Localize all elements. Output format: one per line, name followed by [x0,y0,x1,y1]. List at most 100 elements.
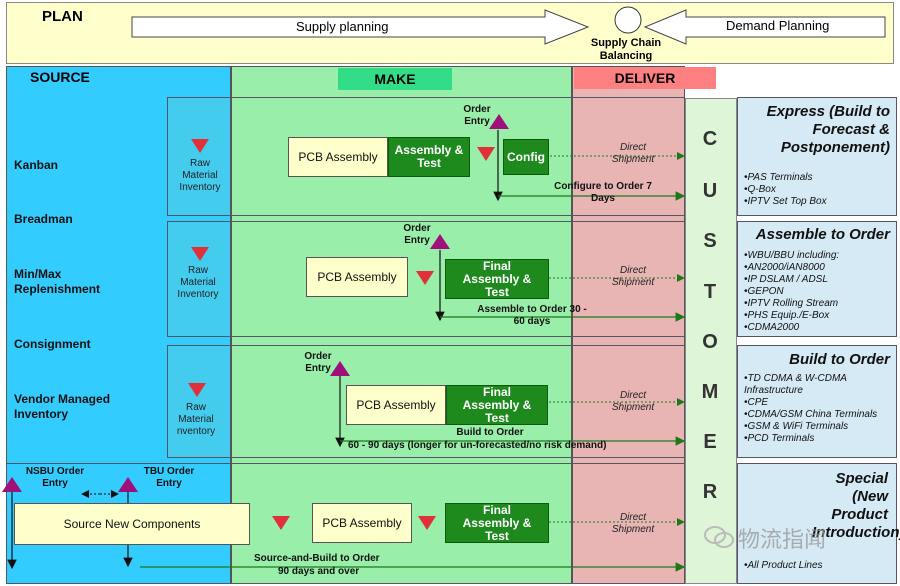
ato-list: •WBU/BBU including: •AN2000/iAN8000 •IP … [744,250,894,334]
ato-item: •PHS Equip./E-Box [744,310,830,321]
express-item: •Q-Box [744,184,776,195]
customer-letter-c: C [702,128,718,150]
ato-item: •GEPON [744,286,784,297]
row-2-direct-shipment: Direct Shipment [611,265,655,288]
make-header-bg [338,68,452,90]
row-1-order-note: Configure to Order 7 Days [554,181,652,204]
bto-panel [737,345,897,458]
row-3-direct-shipment: Direct Shipment [611,390,655,413]
row-4-source-new-components: Source New Components [14,503,250,545]
source-item-vmi: Vendor Managed Inventory [14,392,111,421]
row-4-direct-shipment: Direct Shipment [611,512,655,535]
ato-panel [737,221,897,337]
row-1-buffer-triangle [477,147,495,161]
source-item-breadman: Breadman [14,212,73,226]
bto-item: •GSM & WiFi Terminals [744,421,849,432]
inventory-triangle-2 [191,247,209,261]
customer-letter-m: M [701,381,719,403]
customer-letter-s: S [703,230,717,252]
row-1-direct-shipment: Direct Shipment [611,142,655,165]
supply-planning-label: Supply planning [296,19,389,34]
express-item: •IPTV Set Top Box [744,196,827,207]
deliver-header: DELIVER [614,70,676,86]
inventory-triangle-1 [191,139,209,153]
row-4-pcb-assembly: PCB Assembly [312,503,412,543]
inventory-cell-3 [167,345,231,458]
special-item: •All Product Lines [744,560,823,571]
ato-item: •CDMA2000 [744,322,800,333]
deliver-column [572,66,685,584]
row-4-nsbu-triangle [2,477,22,492]
customer-letter-r: R [702,481,718,503]
ato-item: •IP DSLAM / ADSL [744,274,828,285]
deliver-header-bg [574,67,716,89]
bto-list: •TD CDMA & W-CDMA Infrastructure •CPE •C… [744,373,894,445]
row-2-pcb-assembly: PCB Assembly [306,257,408,297]
express-item: •PAS Terminals [744,172,813,183]
ato-item: •IPTV Rolling Stream [744,298,839,309]
bto-title: Build to Order [789,351,890,368]
inventory-cell-1 [167,97,231,216]
balancing-circle [614,6,642,34]
row-3-order-entry-triangle [330,361,350,376]
ato-title: Assemble to Order [755,226,890,243]
row-4-tbu-triangle [118,477,138,492]
bto-item: •CPE [744,397,769,408]
demand-planning-arrow [643,9,886,45]
plan-arrows [131,6,886,45]
row-2-order-entry-label: Order Entry [403,223,431,246]
bto-item: •CDMA/GSM China Terminals [744,409,878,420]
row-2-order-entry-triangle [430,234,450,249]
plan-title: PLAN [42,8,83,25]
ato-item: •AN2000/iAN8000 [744,262,825,273]
row-2-order-note: Assemble to Order 30 - 60 days [477,304,587,327]
row-3-pcb-assembly: PCB Assembly [346,385,446,425]
row-1-assembly-test: Assembly & Test [388,137,470,177]
watermark-icon [704,524,734,550]
special-title: Special (New Product Introduction) [812,470,900,541]
row-2-buffer-triangle [416,271,434,285]
row-4-triangle-a [272,516,290,530]
express-title: Express (Build to Forecast & Postponemen… [766,103,890,156]
row-1-pcb-assembly: PCB Assembly [288,137,388,177]
demand-planning-label: Demand Planning [726,18,830,33]
inventory-label-2: Raw Material Inventory [177,265,219,300]
supply-planning-arrow [131,9,590,45]
watermark-text: 物流指闻 [738,528,827,553]
row-4-final-assembly: Final Assembly & Test [445,503,549,543]
row-3-order-entry-label: Order Entry [304,351,332,374]
row-3-final-assembly: Final Assembly & Test [446,385,548,425]
row-3-order-note-1: Build to Order [456,427,524,438]
express-list: •PAS Terminals •Q-Box •IPTV Set Top Box [744,172,894,208]
source-item-minmax: Min/Max Replenishment [14,267,101,296]
row-4-triangle-b [418,516,436,530]
express-panel [737,97,897,216]
source-item-kanban: Kanban [14,158,59,172]
balancing-label: Supply Chain Balancing [590,37,662,62]
row-4-tbu-label: TBU Order Entry [143,466,195,489]
row-1-order-entry-triangle [489,114,509,129]
source-header: SOURCE [30,69,90,85]
row-2-final-assembly: Final Assembly & Test [445,259,549,299]
customer-letter-e: E [703,431,717,453]
source-item-consignment: Consignment [14,337,91,351]
customer-column [685,98,737,584]
row-1-order-entry-label: Order Entry [463,104,491,127]
row-1-config: Config [503,139,549,175]
inventory-label-3: Raw Material nventory [176,402,216,437]
inventory-cell-2 [167,221,231,337]
row-4-nsbu-label: NSBU Order Entry [25,466,85,489]
bto-item: •PCD Terminals [744,433,815,444]
row-4-order-note-1: Source-and-Build to Order [254,553,380,564]
customer-letter-t: T [703,281,717,303]
inventory-triangle-3 [188,383,206,397]
row-4-order-note-2: 90 days and over [278,566,360,577]
row-3-order-note-2: 60 - 90 days (longer for un-forecasted/n… [348,440,607,451]
ato-item: •WBU/BBU including: [744,250,840,261]
customer-letter-o: O [702,331,718,353]
inventory-label-1: Raw Material Inventory [179,158,221,193]
bto-item: •TD CDMA & W-CDMA Infrastructure [744,373,847,396]
customer-letter-u: U [702,180,718,202]
make-header: MAKE [374,71,416,87]
